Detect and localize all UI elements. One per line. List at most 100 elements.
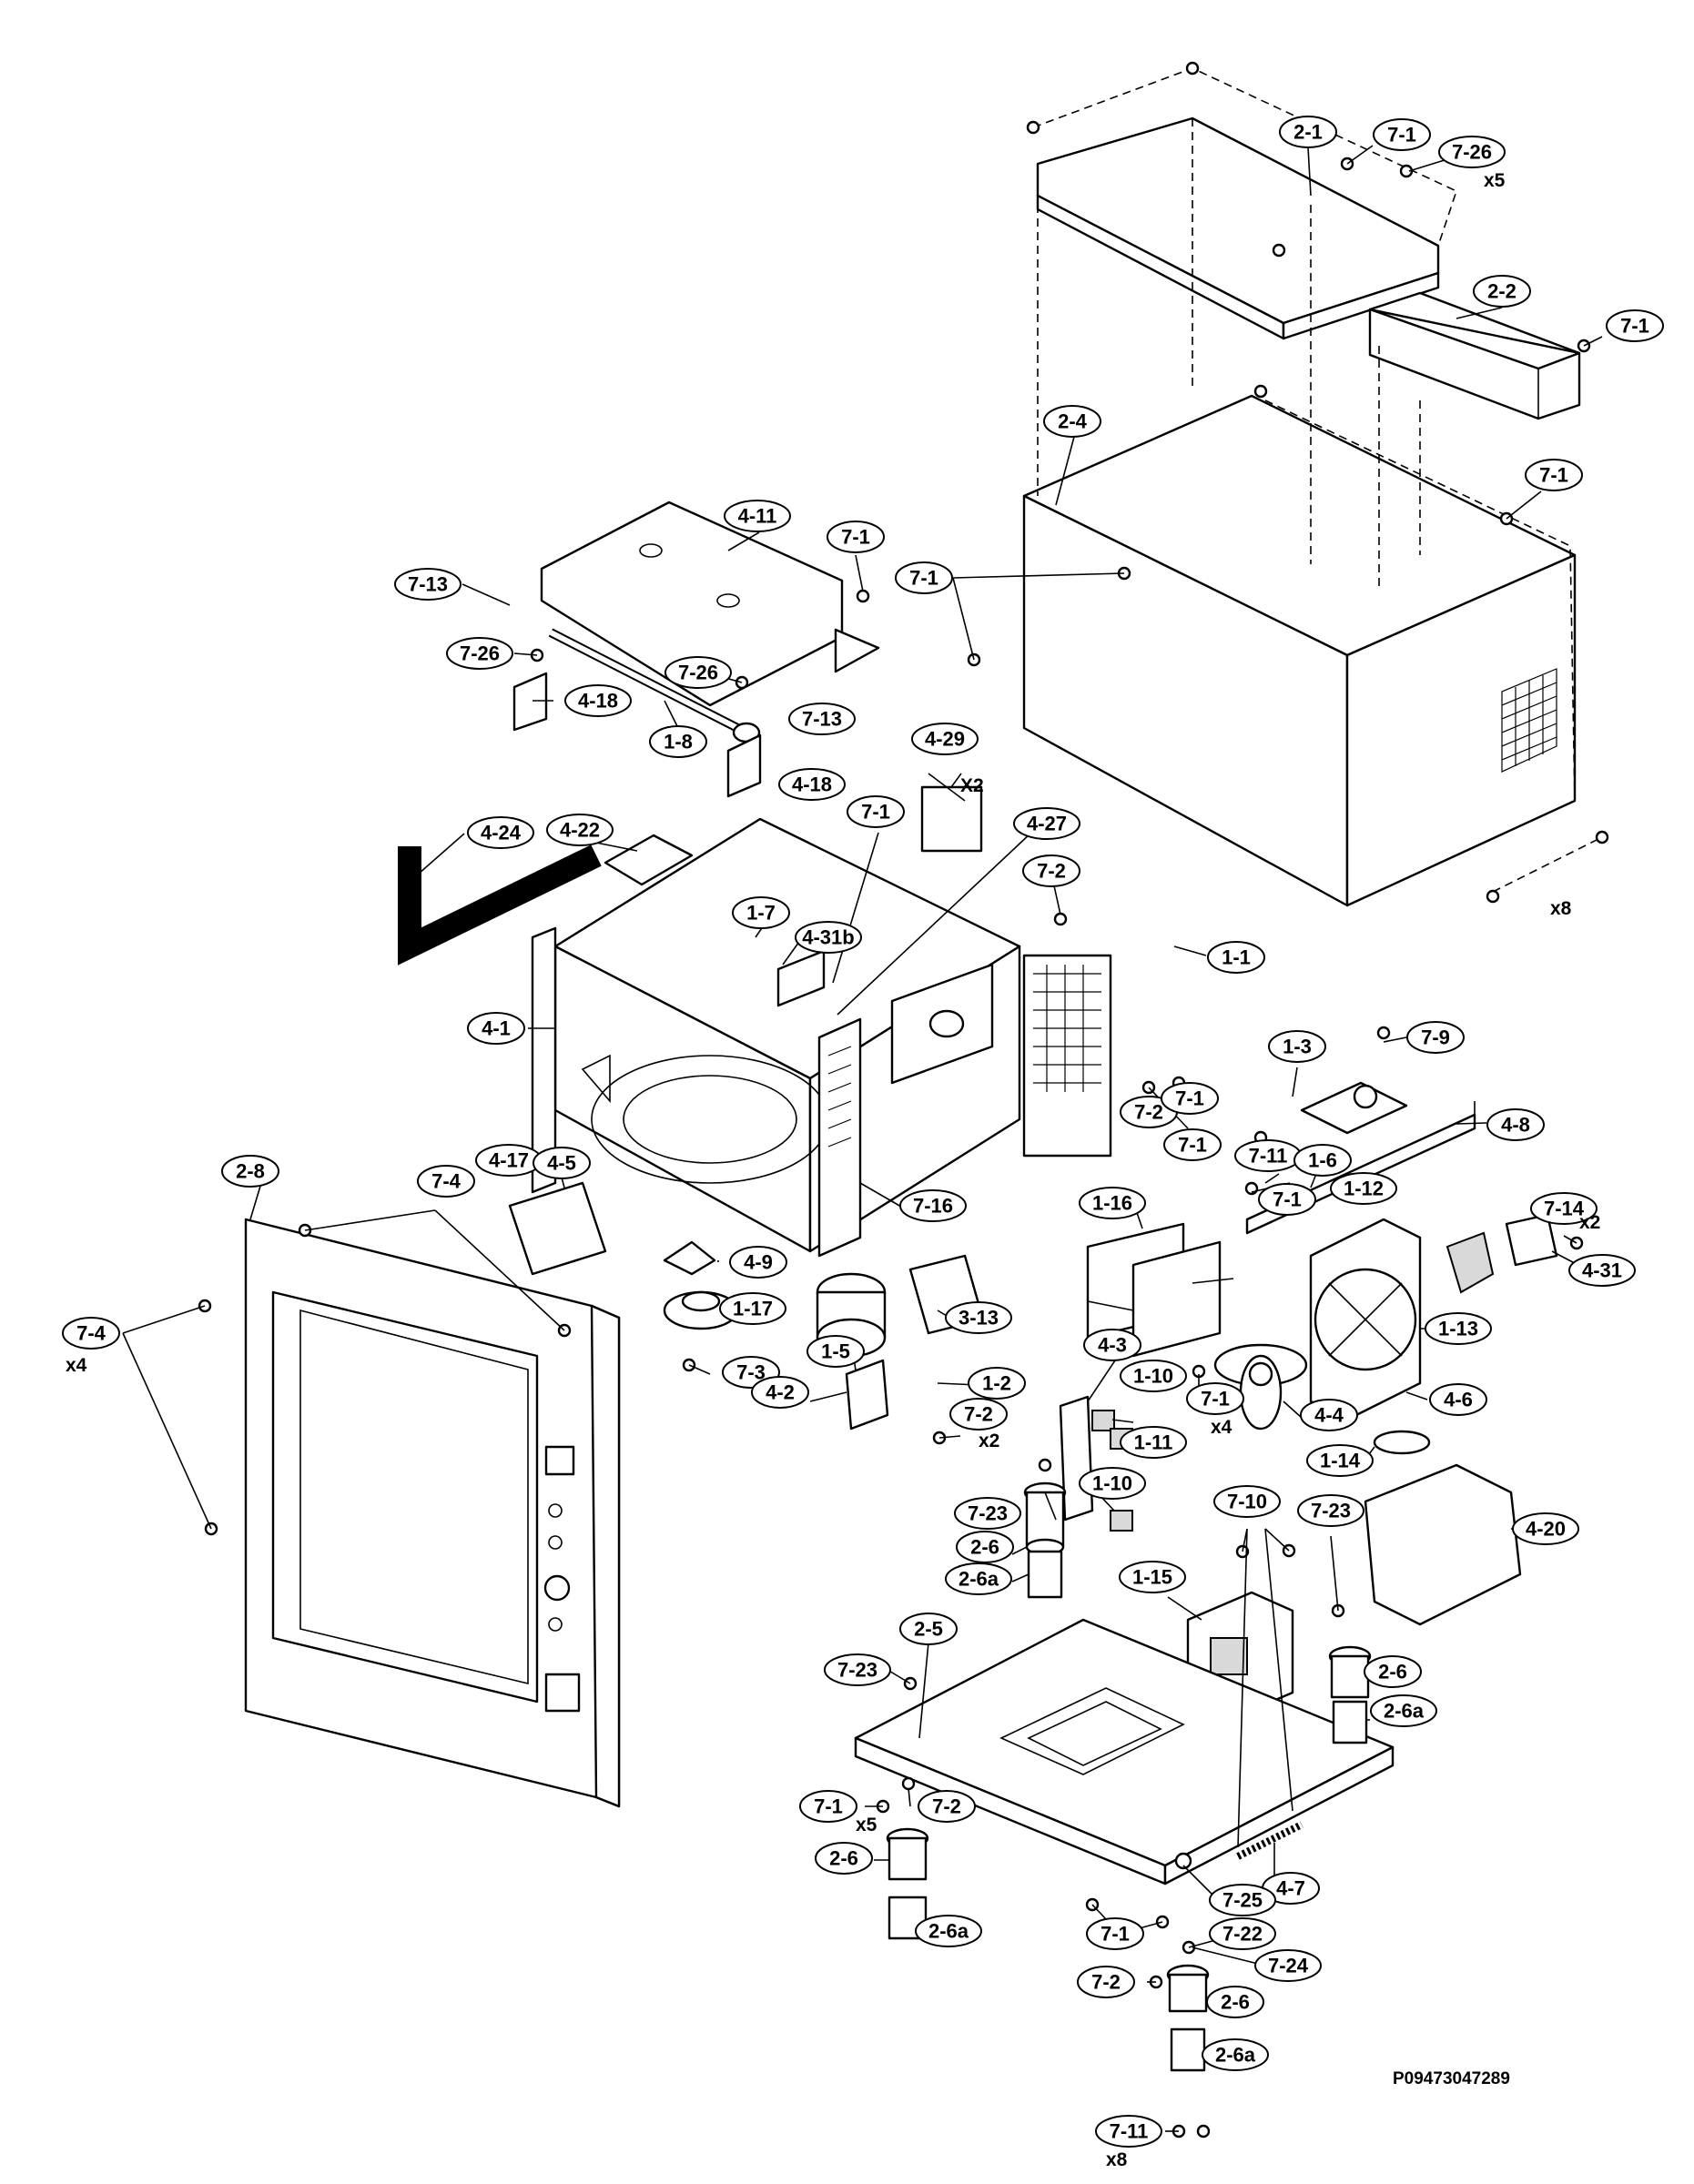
callout-oval [806,1335,865,1368]
callout-label: 7-3 [736,1361,766,1384]
callout-oval [1370,1694,1437,1727]
callout-7-2: 7-2 [1022,854,1080,887]
callout-7-13: 7-13 [394,568,462,601]
callout-label: 7-16 [913,1195,953,1218]
callout-4-2: 4-2 [751,1376,809,1409]
waveguide-cover [540,500,880,707]
pcb-1-12 [1300,1081,1408,1135]
heater-element [512,628,762,798]
callout-oval [945,1562,1012,1595]
callout-label: 4-31b [802,926,854,949]
callout-oval [221,1155,279,1188]
callout-1-5: 1-5 [806,1335,865,1368]
callout-oval [1330,1172,1397,1205]
callout-1-13: 1-13 [1425,1312,1492,1345]
callout-4-9: 4-9 [729,1246,787,1279]
foot-2-6-bottom [1166,1964,1210,2072]
callout-oval [724,500,791,532]
callout-label: 4-18 [792,774,832,796]
qty-7-1-mid: x4 [1211,1417,1232,1438]
callout-label: 1-10 [1133,1365,1173,1388]
callout-7-11: 7-11 [1095,2115,1162,2148]
fuse-1-14 [1373,1430,1431,1455]
foot-2-6-right [1328,1645,1372,1744]
quantity-marks: x5 X2 x8 x2 x4 x4 x2 x5 x8 [66,170,1600,2170]
callout-label: 4-1 [482,1017,511,1040]
callout-oval [1512,1512,1579,1545]
callout-2-2: 2-2 [1473,275,1531,308]
callout-7-1: 7-1 [895,561,953,594]
callout-7-1: 7-1 [1086,1917,1144,1950]
callout-label: 2-8 [236,1160,265,1183]
callout-oval [1120,1426,1187,1459]
callout-oval [1213,1485,1281,1518]
callout-label: 7-14 [1544,1198,1585,1220]
callout-label: 7-1 [1387,124,1416,147]
callout-7-26: 7-26 [1438,136,1506,168]
callout-oval [1095,2115,1162,2148]
callout-7-1: 7-1 [1606,309,1664,342]
callout-label: 1-11 [1134,1431,1173,1454]
callout-oval [1120,1360,1187,1392]
callout-7-26: 7-26 [664,656,732,689]
callout-label: 2-6a [1215,2044,1256,2067]
callout-oval [1297,1494,1364,1527]
callout-7-1: 7-1 [799,1790,857,1823]
callout-label: 2-6 [970,1536,999,1559]
callout-oval [795,921,862,954]
foot-2-6-upper [1023,1481,1067,1599]
callout-label: 7-2 [932,1795,961,1818]
callout-label: 7-1 [814,1795,843,1818]
callout-7-4: 7-4 [62,1317,120,1350]
callout-label: 2-6a [928,1920,969,1943]
callout-oval [1568,1254,1636,1287]
callout-oval [1306,1444,1374,1477]
callout-7-1: 7-1 [1163,1128,1222,1161]
callout-7-2: 7-2 [949,1398,1008,1431]
callout-label: 2-6 [1221,1991,1250,2014]
callout-oval [1119,1561,1186,1593]
callout-oval [918,1790,976,1823]
callout-oval [1438,136,1506,168]
callout-oval [729,1246,787,1279]
callout-oval [1202,2038,1269,2071]
callout-2-1: 2-1 [1279,116,1337,148]
callout-label: 7-13 [408,573,448,596]
callout-2-4: 2-4 [1043,405,1101,438]
callout-label: 2-6a [1384,1700,1425,1723]
callout-label: 7-22 [1222,1923,1263,1946]
callout-4-8: 4-8 [1486,1108,1545,1141]
callout-oval [1086,1917,1144,1950]
callout-oval [394,568,462,601]
callout-oval [1373,118,1431,151]
callout-oval [1022,854,1080,887]
callout-7-23: 7-23 [954,1497,1021,1530]
callout-label: 7-25 [1222,1889,1263,1912]
callout-1-2: 1-2 [968,1367,1026,1400]
callout-label: 7-2 [1134,1101,1163,1124]
callout-4-27: 4-27 [1013,807,1080,840]
callout-oval [1209,1884,1276,1916]
side-grill [1033,965,1101,1092]
stirrer-4-9 [663,1240,716,1276]
callout-label: 4-11 [738,505,777,528]
base-plate [854,1618,1395,1886]
callout-4-11: 4-11 [724,500,791,532]
callout-4-5: 4-5 [533,1147,591,1179]
callout-label: 7-26 [678,662,718,684]
callout-oval [899,1613,958,1645]
callout-oval [1254,1949,1322,1982]
callout-label: 1-5 [821,1340,850,1363]
callout-7-14: 7-14 [1530,1192,1598,1225]
callout-label: 7-9 [1421,1026,1450,1049]
callout-7-1: 7-1 [1186,1382,1244,1415]
drawing-code: P09473047289 [1393,2069,1510,2088]
callout-label: 7-1 [1101,1923,1130,1946]
callout-label: 4-6 [1444,1389,1473,1411]
callout-4-31b: 4-31b [795,921,862,954]
callout-label: 7-1 [1178,1134,1207,1157]
callout-oval [895,561,953,594]
callout-oval [1209,1917,1276,1950]
callout-3-13: 3-13 [945,1301,1012,1334]
callout-label: 1-1 [1222,946,1251,969]
